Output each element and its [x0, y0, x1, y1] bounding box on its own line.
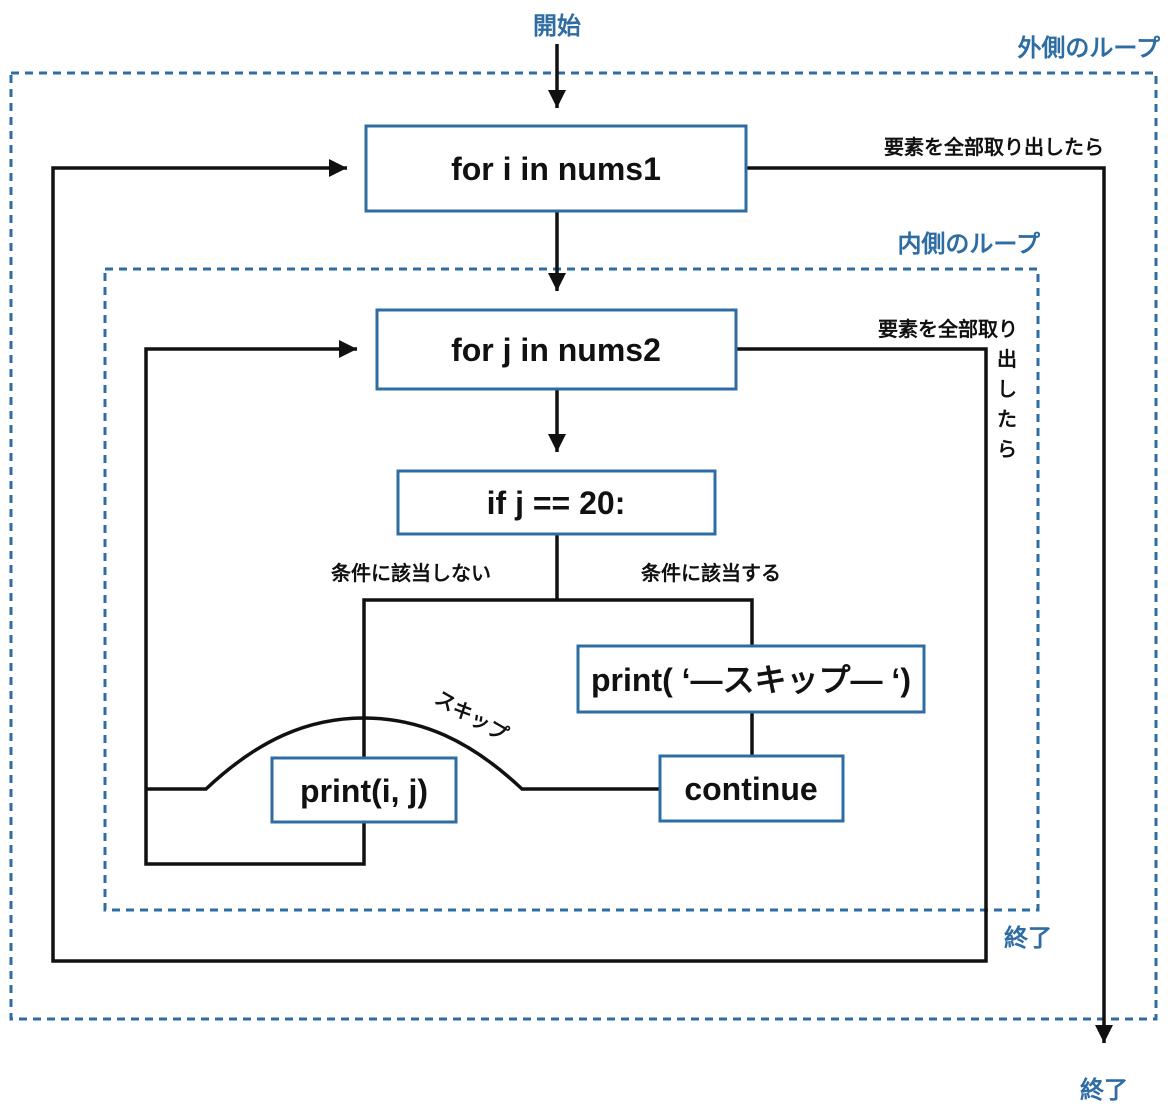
continue-skip-arc: [146, 716, 660, 791]
if-label: if j == 20:: [487, 485, 626, 521]
outer-loop-label: 外側のループ: [1017, 34, 1161, 62]
outer-loop-region: [9, 71, 1158, 1021]
continue-box: [658, 754, 845, 823]
for-i-label: for i in nums1: [451, 151, 661, 187]
inner-exit-return-line: [51, 159, 988, 963]
outer-exit-line: [747, 166, 1113, 1043]
print-ij-box: [270, 756, 458, 824]
if-box: [396, 469, 717, 536]
inner-exit-vertical-3: た: [997, 407, 1017, 431]
end-inner-label: 終了: [1004, 924, 1052, 952]
print-ij-label: print(i, j): [300, 773, 428, 809]
cond-true-label: 条件に該当する: [641, 561, 781, 585]
branch-split-line: [362, 598, 754, 758]
inner-exit-label: 要素を全部取り: [878, 317, 1018, 341]
for-j-label: for j in nums2: [451, 332, 661, 368]
inner-exit-vertical-1: 出: [997, 347, 1017, 371]
skip-label: スキップ: [431, 686, 513, 747]
end-outer-label: 終了: [1080, 1076, 1128, 1104]
continue-label: continue: [684, 771, 817, 807]
for-j-box: [375, 308, 738, 391]
inner-exit-vertical-2: し: [997, 377, 1017, 401]
outer-exit-label: 要素を全部取り出したら: [884, 135, 1104, 159]
print-skip-label: print( ‘—スキップ— ‘): [591, 662, 911, 698]
for-i-box: [364, 124, 748, 213]
inner-loop-region: [103, 267, 1040, 912]
cond-false-label: 条件に該当しない: [331, 561, 491, 585]
inner-exit-vertical-4: ら: [997, 437, 1017, 461]
start-label: 開始: [533, 12, 581, 40]
print-skip-box: [576, 644, 926, 714]
print-return-loop: [144, 340, 366, 866]
inner-loop-label: 内側のループ: [897, 230, 1041, 258]
